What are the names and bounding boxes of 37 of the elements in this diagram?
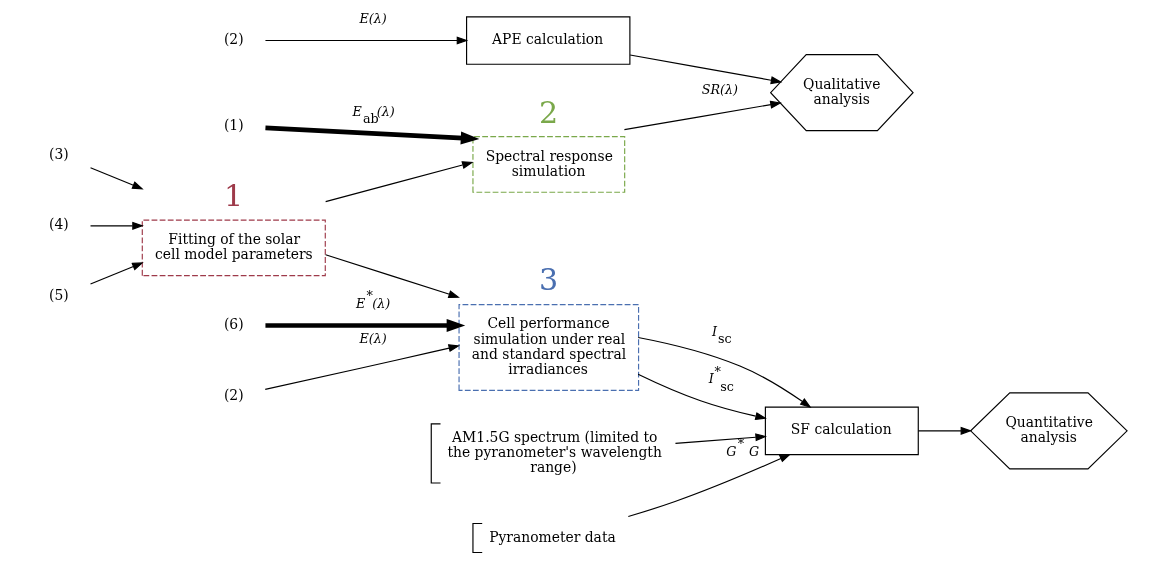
arrow <box>89 167 144 190</box>
node-text: (4) <box>49 216 69 233</box>
arrow <box>264 344 461 390</box>
node-text: (2) <box>223 31 244 48</box>
arrow <box>89 262 144 285</box>
arrow <box>917 426 973 435</box>
node-label: 3 <box>538 262 559 298</box>
node-box: SF calculation <box>764 406 919 456</box>
node-text: (6) <box>223 316 244 333</box>
edge-label: SR(λ) <box>701 81 738 97</box>
node-text: AM1.5G spectrum (limited to the pyranometer's wavelength range) <box>447 428 662 476</box>
arrow <box>627 453 792 518</box>
node-box: Cell performance simulation under real and standard spectral irradiances <box>458 304 640 391</box>
arrow <box>265 125 480 145</box>
node-label: 2 <box>538 94 559 130</box>
node-box: APE calculation <box>466 16 631 65</box>
node-label: 1 <box>223 177 244 213</box>
node-box: Fitting of the solar cell model parameters <box>141 219 326 277</box>
arrow <box>264 36 469 45</box>
node-text: (1) <box>223 116 244 133</box>
arrow <box>89 221 144 230</box>
node-text: (3) <box>49 145 69 162</box>
node-text: (5) <box>49 287 69 304</box>
node-text: Pyranometer data <box>489 528 616 545</box>
arrow <box>629 54 783 85</box>
arrow <box>637 373 767 421</box>
arrow <box>265 318 466 332</box>
edge-label: E(λ) <box>359 10 387 26</box>
arrow <box>674 433 767 444</box>
arrow <box>623 100 782 131</box>
arrow <box>325 161 474 203</box>
edge-label: E(λ) <box>359 330 387 346</box>
arrow <box>325 254 460 298</box>
arrow <box>637 336 812 408</box>
node-text: (2) <box>223 386 244 403</box>
edge-label: G <box>748 444 760 460</box>
node-box: Spectral response simulation <box>472 136 626 193</box>
